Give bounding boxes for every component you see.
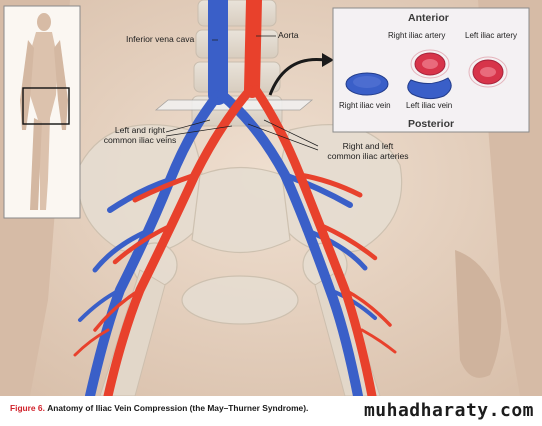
left-hand-shape: [455, 250, 502, 378]
caption-title: Anatomy of Iliac Vein Compression (the M…: [47, 403, 309, 413]
label-common-iliac-arteries-line1: Right and left: [342, 141, 394, 151]
thumbnail-highlight-box: [22, 87, 70, 125]
label-inferior-vena-cava: Inferior vena cava: [126, 34, 195, 44]
inset-label-left-iliac-artery: Left iliac artery: [465, 31, 518, 40]
inset-arrow: [268, 57, 326, 96]
label-common-iliac-veins: Left and right common iliac veins: [100, 125, 180, 145]
inset-label-right-iliac-vein: Right iliac vein: [339, 101, 391, 110]
body-thumbnail: [3, 5, 81, 219]
inset-heading-anterior: Anterior: [408, 12, 449, 24]
inset-arrow-head: [322, 53, 334, 67]
label-common-iliac-arteries-line2: common iliac arteries: [327, 150, 409, 161]
iliac-veins: [78, 0, 377, 401]
inset-label-left-iliac-vein: Left iliac vein: [406, 101, 453, 110]
label-common-iliac-veins-line1: Left and right: [114, 125, 166, 135]
label-aorta: Aorta: [278, 30, 299, 40]
cross-section-inset: [332, 7, 530, 133]
figure-caption: Figure 6. Anatomy of Iliac Vein Compress…: [0, 396, 542, 426]
caption-figure-label: Figure 6.: [10, 403, 45, 413]
iliac-arteries: [73, 0, 397, 401]
inset-heading-posterior: Posterior: [408, 118, 455, 130]
watermark: muhadharaty.com: [363, 400, 534, 421]
label-common-iliac-arteries: Right and left common iliac arteries: [318, 141, 418, 161]
label-common-iliac-veins-line2: common iliac veins: [103, 134, 177, 145]
caption-text: Figure 6. Anatomy of Iliac Vein Compress…: [10, 403, 308, 413]
inset-label-right-iliac-artery: Right iliac artery: [388, 31, 446, 40]
leader-lines: [165, 35, 319, 151]
